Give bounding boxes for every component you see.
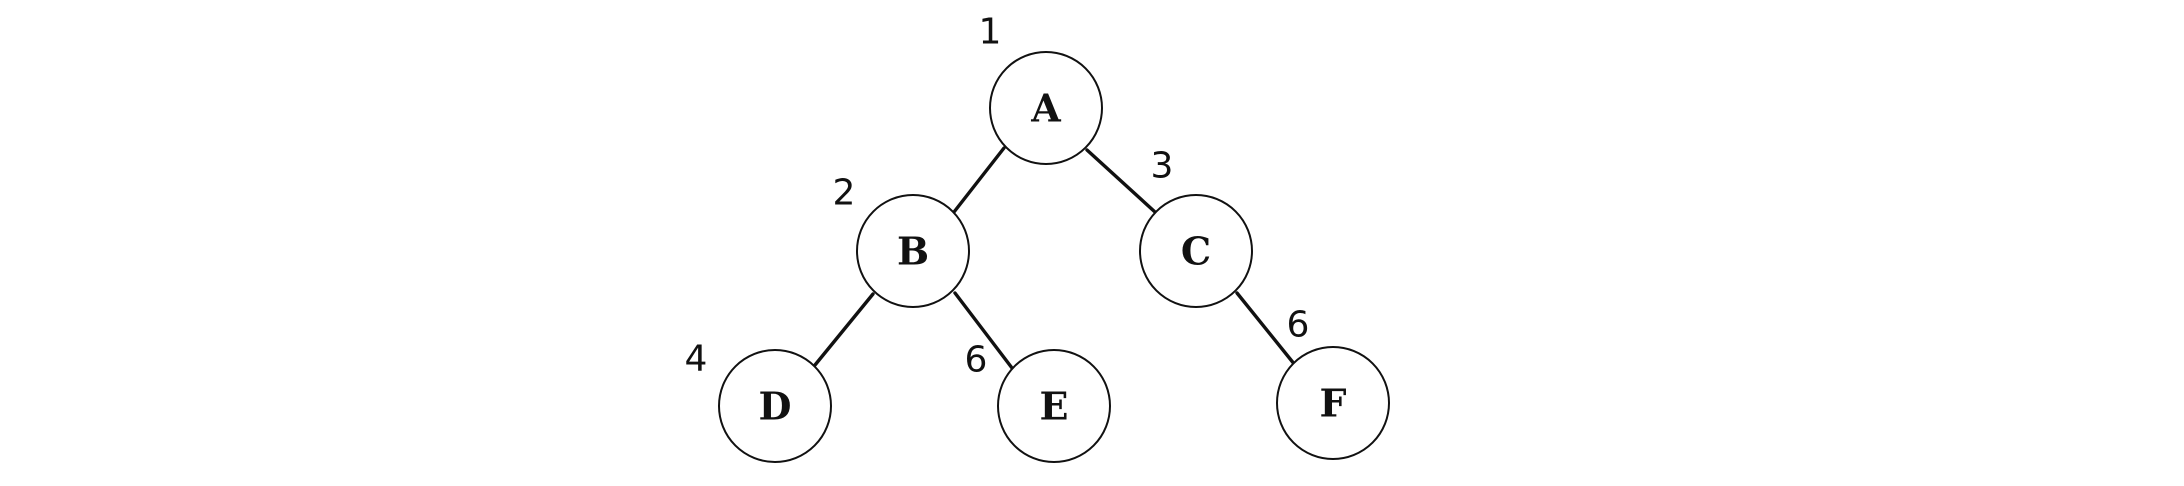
tree-node-a-label: A — [1030, 86, 1061, 131]
tree-node-b-circle — [856, 194, 970, 308]
tree-node-b-label: B — [897, 229, 929, 274]
tree-node-a-circle — [989, 51, 1103, 165]
tree-node-c-number: 3 — [1151, 146, 1174, 187]
tree-node-c: C 3 — [1139, 146, 1253, 308]
tree-node-a-number: 1 — [979, 12, 1002, 53]
tree-node-e-label: E — [1040, 384, 1069, 429]
tree-node-c-circle — [1139, 194, 1253, 308]
tree-node-f: F 6 — [1276, 305, 1390, 460]
tree-node-b: B 2 — [833, 173, 970, 308]
edge-b-e — [953, 291, 1014, 370]
tree-node-e-circle — [997, 349, 1111, 463]
tree-node-d: D 4 — [685, 339, 832, 463]
tree-node-f-label: F — [1320, 381, 1347, 426]
tree-node-d-label: D — [759, 384, 792, 429]
edge-b-d — [813, 292, 875, 367]
tree-node-f-circle — [1276, 346, 1390, 460]
tree-node-e: E 6 — [965, 340, 1111, 463]
tree-node-b-number: 2 — [833, 173, 856, 214]
tree-node-d-circle — [718, 349, 832, 463]
edge-a-b — [952, 146, 1006, 214]
tree-node-a: A 1 — [979, 12, 1103, 165]
tree-node-d-number: 4 — [685, 339, 708, 380]
edge-c-f — [1235, 291, 1297, 367]
tree-node-c-label: C — [1181, 229, 1211, 274]
tree-node-f-number: 6 — [1287, 305, 1310, 346]
edge-a-c — [1085, 148, 1157, 214]
tree-edges — [813, 146, 1297, 370]
tree-node-e-number: 6 — [965, 340, 988, 381]
